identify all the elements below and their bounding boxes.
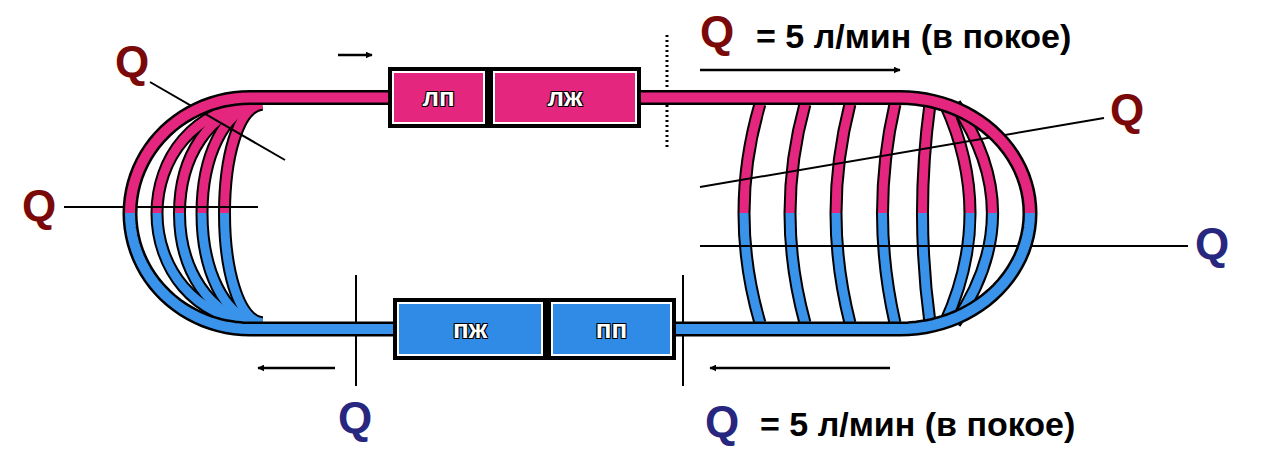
leader-line [64, 206, 258, 208]
flow-symbol: Q [115, 38, 149, 86]
chamber-label: пп [596, 315, 627, 344]
vessel-outline [130, 98, 393, 330]
systemic-vessel [923, 104, 931, 323]
flow-value: = 5 л/мин (в покое) [760, 406, 1075, 443]
leader-line [700, 245, 1188, 247]
systemic-vessel [923, 104, 931, 323]
flow-arrow [700, 69, 900, 72]
flow-arrow [710, 367, 890, 370]
vessel-lumen [641, 98, 1030, 330]
flow-symbol: Q [705, 398, 739, 446]
systemic-vessel [883, 104, 896, 323]
pulmonary-vessel [202, 104, 262, 323]
systemic-vessel [836, 104, 850, 323]
flow-symbol: Q [338, 394, 372, 442]
flow-symbol: Q [22, 182, 56, 230]
heart-chamber: пж [393, 298, 547, 360]
blood-vessel [641, 98, 1030, 330]
systemic-vessel [945, 104, 970, 323]
capillary-fills [157, 104, 993, 323]
heart-chamber: пп [547, 298, 676, 360]
capillary-outlines [157, 104, 993, 323]
chamber-label: лп [422, 83, 454, 112]
flow-value: = 5 л/мин (в покое) [756, 18, 1071, 55]
systemic-vessel [790, 104, 805, 323]
chamber-label: лж [548, 83, 583, 112]
systemic-vessel [836, 104, 850, 323]
flow-symbol: Q [1110, 86, 1144, 134]
vessel-outline [641, 98, 1030, 330]
systemic-vessel [790, 104, 805, 323]
pulmonary-vessel [180, 104, 263, 323]
vessel-lumen [130, 98, 393, 330]
heart-chamber: лп [388, 67, 489, 128]
systemic-vessel [744, 104, 760, 323]
chamber-label: пж [453, 315, 487, 344]
systemic-vessel [883, 104, 896, 323]
blood-vessel [130, 98, 393, 330]
pulmonary-vessel [202, 104, 262, 323]
flow-arrow [338, 54, 372, 57]
systemic-vessel [945, 104, 970, 323]
flow-symbol: Q [700, 8, 734, 56]
flow-arrow [258, 367, 335, 370]
leader-line [700, 118, 1104, 187]
heart-chamber: лж [489, 67, 641, 128]
flow-symbol: Q [1195, 220, 1229, 268]
leader-lines [64, 35, 1188, 386]
systemic-vessel [744, 104, 760, 323]
